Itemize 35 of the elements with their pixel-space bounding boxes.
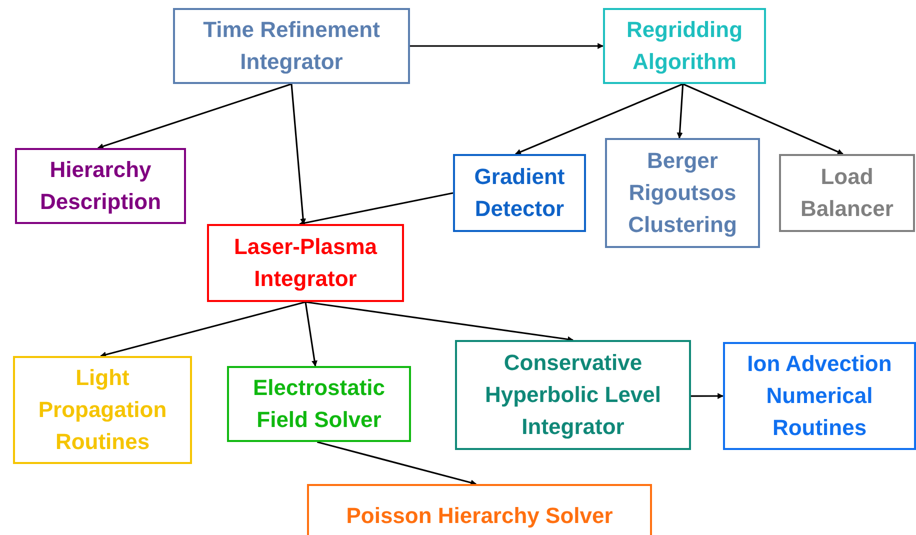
arrow bbox=[410, 43, 604, 49]
box-label: Regridding Algorithm bbox=[625, 16, 744, 76]
arrow bbox=[100, 301, 306, 358]
box-label: Load Balancer bbox=[800, 163, 894, 223]
box-label: Gradient Detector bbox=[473, 163, 566, 223]
process-box bbox=[15, 148, 186, 224]
process-box bbox=[173, 8, 410, 84]
arrow bbox=[691, 393, 724, 400]
box-label: Berger Rigoutsos Clustering bbox=[627, 147, 738, 239]
process-box bbox=[13, 356, 192, 464]
process-box bbox=[453, 154, 586, 232]
box-label: Ion Advection Numerical Routines bbox=[746, 350, 893, 442]
arrow bbox=[316, 441, 477, 486]
box-label: Electrostatic Field Solver bbox=[252, 374, 386, 434]
box-label: Conservative Hyperbolic Level Integrator bbox=[484, 349, 662, 441]
arrow bbox=[514, 83, 684, 155]
box-label: Laser-Plasma Integrator bbox=[232, 233, 378, 293]
box-label: Hierarchy Description bbox=[38, 156, 162, 216]
process-box bbox=[779, 154, 915, 232]
arrow bbox=[676, 84, 684, 139]
process-box bbox=[723, 342, 916, 450]
process-box bbox=[307, 484, 652, 535]
box-label: Light Propagation Routines bbox=[37, 364, 168, 456]
process-box bbox=[207, 224, 404, 302]
process-box bbox=[603, 8, 766, 84]
arrow bbox=[97, 83, 292, 150]
arrow bbox=[682, 83, 844, 155]
box-label: Time Refinement Integrator bbox=[202, 16, 381, 76]
arrow bbox=[299, 192, 454, 226]
box-label: Poisson Hierarchy Solver bbox=[346, 502, 613, 530]
process-box bbox=[455, 340, 691, 450]
arrow bbox=[305, 301, 574, 342]
arrow bbox=[304, 302, 318, 367]
process-box bbox=[605, 138, 760, 248]
process-box bbox=[227, 366, 411, 442]
